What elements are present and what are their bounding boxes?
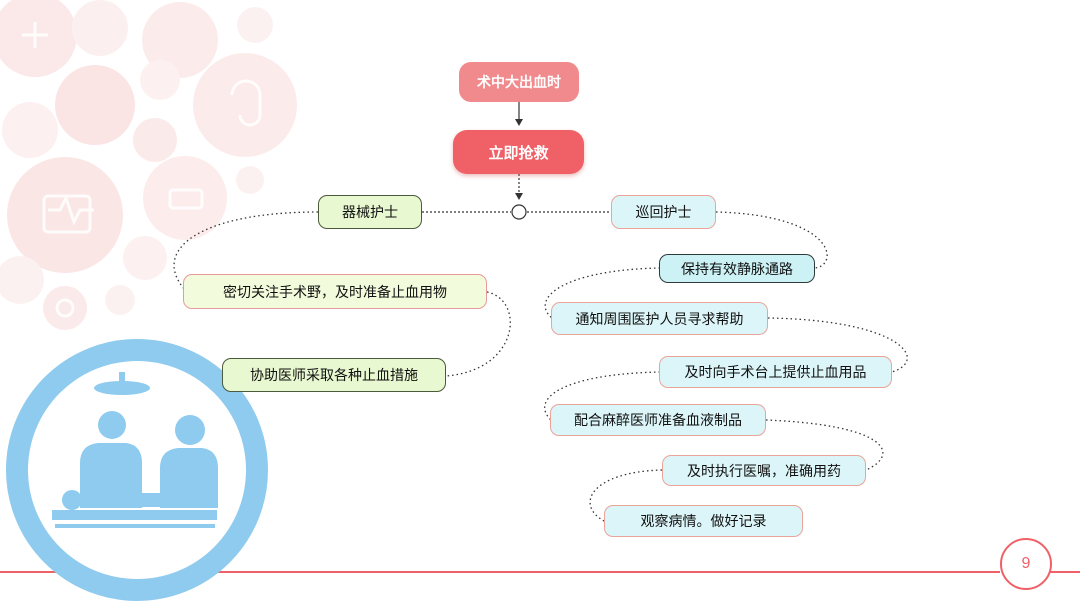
left-item-assist-hemostasis: 协助医师采取各种止血措施 (222, 358, 446, 392)
node-intraoperative-bleeding: 术中大出血时 (459, 62, 579, 102)
right-item-execute-orders: 及时执行医嘱，准确用药 (662, 455, 866, 486)
right-item-provide-hemostatics: 及时向手术台上提供止血用品 (659, 356, 892, 388)
node-circulating-nurse: 巡回护士 (611, 195, 716, 229)
dotted-links (173, 211, 908, 522)
logo-text: ORNURSES (80, 534, 200, 559)
right-item-observe-record: 观察病情。做好记录 (604, 505, 803, 537)
medical-icons-decoration (22, 22, 262, 318)
left-item-watch-surgical-field: 密切关注手术野，及时准备止血用物 (183, 274, 487, 309)
page-number: 9 (1000, 538, 1052, 590)
junction-hub (511, 204, 527, 220)
ornurses-logo (6, 339, 268, 601)
connectors (422, 102, 611, 213)
node-immediate-rescue: 立即抢救 (453, 130, 584, 174)
node-instrument-nurse: 器械护士 (318, 195, 422, 229)
right-item-notify-staff: 通知周围医护人员寻求帮助 (551, 302, 768, 335)
right-item-keep-iv-access: 保持有效静脉通路 (659, 254, 815, 283)
medical-bubbles-decoration (0, 0, 297, 330)
right-item-prepare-blood: 配合麻醉医师准备血液制品 (550, 404, 766, 436)
